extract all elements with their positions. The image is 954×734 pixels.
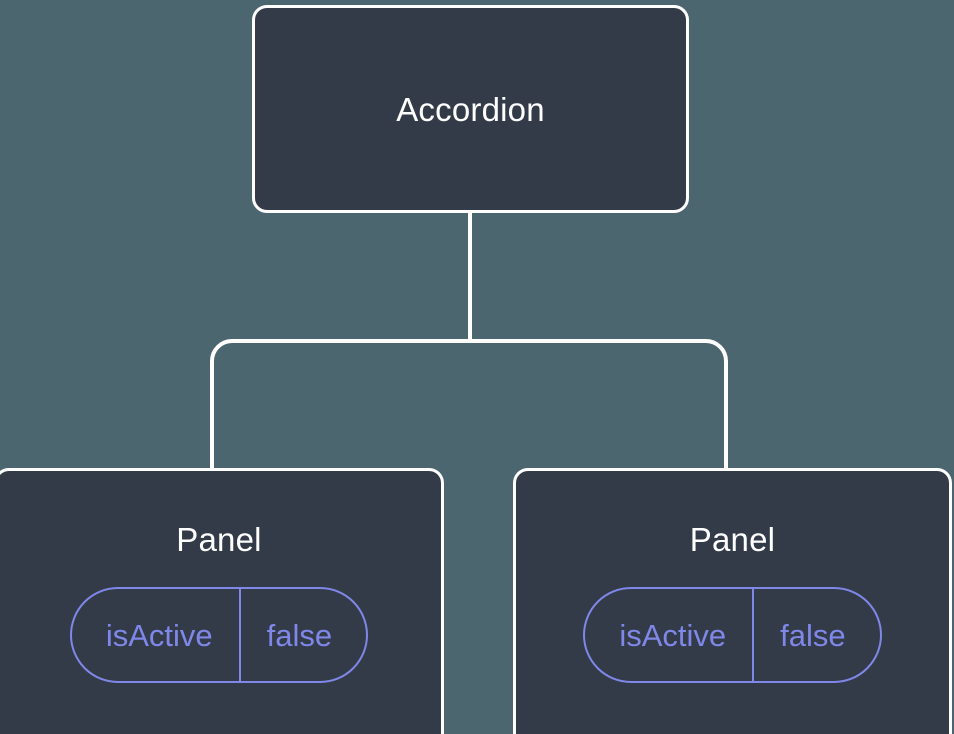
state-pill-key: isActive (619, 617, 727, 653)
edge-bus-to-panel-right (470, 339, 728, 472)
edge-bus-to-panel-left (210, 339, 470, 472)
node-panel-left-label: Panel (176, 521, 262, 558)
state-pill-value: false (238, 589, 366, 681)
state-pill-panel-right[interactable]: isActive false (583, 587, 882, 683)
state-pill-value: false (752, 589, 879, 681)
node-panel-left[interactable]: Panel isActive false (0, 468, 444, 734)
node-panel-right[interactable]: Panel isActive false (513, 468, 952, 734)
node-accordion-label: Accordion (396, 90, 545, 128)
node-accordion[interactable]: Accordion (252, 5, 689, 213)
state-pill-panel-left[interactable]: isActive false (69, 587, 369, 683)
node-panel-right-label: Panel (689, 521, 776, 558)
state-pill-key: isActive (105, 617, 213, 653)
